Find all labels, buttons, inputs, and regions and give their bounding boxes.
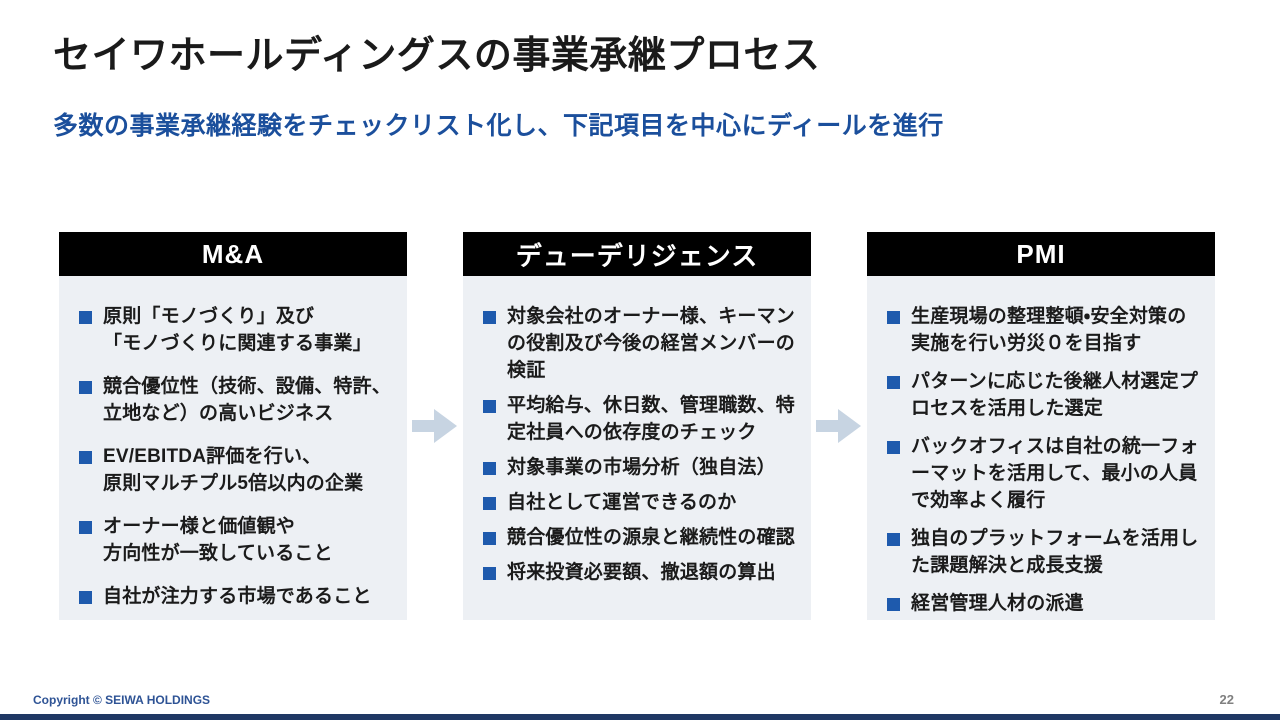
list-item: 自社が注力する市場であること: [79, 584, 393, 611]
list-item-text: パターンに応じた後継人材選定プロセスを活用した選定: [911, 370, 1199, 419]
list-item: 競合優位性（技術、設備、特許、立地など）の高いビジネス: [79, 374, 393, 428]
column-due-diligence-list: 対象会社のオーナー様、キーマンの役割及び今後の経営メンバーの検証 平均給与、休日…: [483, 304, 797, 587]
list-item-text: 生産現場の整理整頓・安全対策の実施を行い労災０を目指す: [911, 306, 1187, 354]
bullet-square-icon: [887, 440, 900, 454]
bullet-square-icon: [79, 450, 92, 464]
page-subtitle: 多数の事業承継経験をチェックリスト化し、下記項目を中心にディールを進行: [53, 112, 944, 140]
list-item-text: EV/EBITDA評価を行い、 原則マルチプル5倍以内の企業: [103, 445, 364, 494]
bullet-square-icon: [79, 520, 92, 534]
list-item-text: 競合優位性（技術、設備、特許、立地など）の高いビジネス: [103, 375, 392, 424]
bullet-square-icon: [79, 380, 92, 394]
list-item: 原則「モノづくり」及び 「モノづくりに関連する事業」: [79, 304, 393, 358]
column-due-diligence: デューデリジェンス 対象会社のオーナー様、キーマンの役割及び今後の経営メンバーの…: [463, 232, 811, 620]
list-item-text: 自社として運営できるのか: [507, 491, 737, 513]
column-pmi-header: PMI: [867, 232, 1215, 276]
process-columns: M&A 原則「モノづくり」及び 「モノづくりに関連する事業」 競合優位性（技術、…: [59, 232, 1215, 620]
list-item-text: 独自のプラットフォームを活用した課題解決と成長支援: [911, 527, 1199, 576]
list-item-text: 対象会社のオーナー様、キーマンの役割及び今後の経営メンバーの検証: [507, 306, 796, 381]
bullet-square-icon: [887, 375, 900, 389]
column-ma: M&A 原則「モノづくり」及び 「モノづくりに関連する事業」 競合優位性（技術、…: [59, 232, 407, 620]
column-ma-body: 原則「モノづくり」及び 「モノづくりに関連する事業」 競合優位性（技術、設備、特…: [59, 276, 407, 620]
list-item: 独自のプラットフォームを活用した課題解決と成長支援: [887, 526, 1201, 580]
list-item-text: オーナー様と価値観や 方向性が一致していること: [103, 515, 333, 564]
page-number: 22: [1219, 692, 1234, 707]
list-item: 対象会社のオーナー様、キーマンの役割及び今後の経営メンバーの検証: [483, 304, 797, 385]
list-item-text: 原則「モノづくり」及び 「モノづくりに関連する事業」: [103, 306, 372, 354]
list-item-text: バックオフィスは自社の統一フォーマットを活用して、最小の人員で効率よく履行: [911, 435, 1199, 511]
right-arrow-icon: [412, 409, 457, 443]
list-item: 経営管理人材の派遣: [887, 591, 1201, 618]
list-item: 将来投資必要額、撤退額の算出: [483, 560, 797, 587]
bullet-square-icon: [483, 531, 496, 545]
list-item: パターンに応じた後継人材選定プロセスを活用した選定: [887, 369, 1201, 423]
bullet-square-icon: [483, 461, 496, 475]
column-ma-header: M&A: [59, 232, 407, 276]
list-item: バックオフィスは自社の統一フォーマットを活用して、最小の人員で効率よく履行: [887, 434, 1201, 515]
list-item: 自社として運営できるのか: [483, 490, 797, 517]
column-due-diligence-body: 対象会社のオーナー様、キーマンの役割及び今後の経営メンバーの検証 平均給与、休日…: [463, 276, 811, 620]
list-item-text: 競合優位性の源泉と継続性の確認: [507, 526, 796, 548]
list-item: EV/EBITDA評価を行い、 原則マルチプル5倍以内の企業: [79, 444, 393, 498]
list-item-text: 将来投資必要額、撤退額の算出: [507, 561, 776, 583]
column-pmi: PMI 生産現場の整理整頓・安全対策の実施を行い労災０を目指す パターンに応じた…: [867, 232, 1215, 620]
bullet-square-icon: [79, 590, 92, 604]
list-item-text: 対象事業の市場分析（独自法）: [507, 456, 776, 478]
bullet-square-icon: [887, 532, 900, 546]
column-due-diligence-header: デューデリジェンス: [463, 232, 811, 276]
bullet-square-icon: [483, 496, 496, 510]
list-item: オーナー様と価値観や 方向性が一致していること: [79, 514, 393, 568]
bullet-square-icon: [483, 311, 496, 324]
list-item: 平均給与、休日数、管理職数、特定社員への依存度のチェック: [483, 393, 797, 447]
list-item: 対象事業の市場分析（独自法）: [483, 455, 797, 482]
column-pmi-body: 生産現場の整理整頓・安全対策の実施を行い労災０を目指す パターンに応じた後継人材…: [867, 276, 1215, 620]
list-item: 生産現場の整理整頓・安全対策の実施を行い労災０を目指す: [887, 304, 1201, 358]
bottom-accent-bar: [0, 714, 1280, 720]
arrow-gap: [407, 232, 463, 620]
arrow-gap: [811, 232, 867, 620]
list-item-text: 平均給与、休日数、管理職数、特定社員への依存度のチェック: [507, 394, 796, 443]
column-pmi-list: 生産現場の整理整頓・安全対策の実施を行い労災０を目指す パターンに応じた後継人材…: [887, 304, 1201, 618]
bullet-square-icon: [483, 566, 496, 580]
right-arrow-icon: [816, 409, 861, 443]
footer-copyright: Copyright © SEIWA HOLDINGS: [33, 693, 211, 707]
page-title: セイワホールディングスの事業承継プロセス: [53, 35, 821, 77]
list-item: 競合優位性の源泉と継続性の確認: [483, 525, 797, 552]
bullet-square-icon: [483, 399, 496, 413]
list-item-text: 自社が注力する市場であること: [103, 585, 372, 607]
list-item-text: 経営管理人材の派遣: [911, 592, 1084, 614]
bullet-square-icon: [887, 597, 900, 611]
bullet-square-icon: [887, 311, 900, 324]
column-ma-list: 原則「モノづくり」及び 「モノづくりに関連する事業」 競合優位性（技術、設備、特…: [79, 304, 393, 611]
bullet-square-icon: [79, 311, 92, 324]
